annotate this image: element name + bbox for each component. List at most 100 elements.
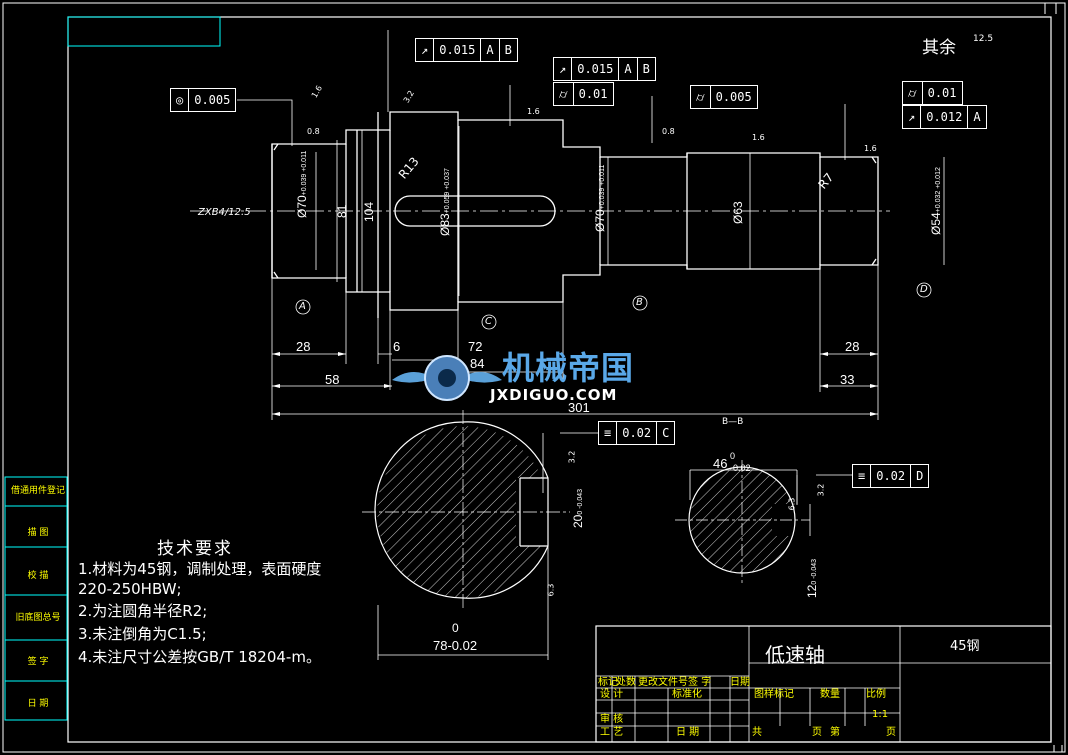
dimension-lines	[271, 126, 945, 420]
corner-marks	[1044, 3, 1063, 752]
cylindricity-icon: ⌭	[691, 86, 711, 108]
side-panel-cell: 校 描	[27, 571, 49, 581]
roughness-mark: 6.3	[546, 583, 556, 597]
general-roughness-value: 12.5	[973, 34, 994, 44]
dim-58: 58	[325, 372, 340, 387]
section-c-height: 200 -0.043	[571, 488, 585, 528]
tolerance-frame-cylindricity-2: ⌭ 0.005	[690, 85, 758, 109]
datum-a: A	[299, 301, 306, 312]
tolerance-frame-cylindricity-1: ⌭ 0.01	[553, 82, 614, 106]
title-block-date: 日期	[730, 677, 750, 688]
roughness-mark: 3.2	[567, 450, 577, 464]
section-d	[675, 460, 811, 585]
roughness-mark: 3.2	[816, 483, 826, 497]
datum-d: D	[920, 284, 928, 295]
title-block-scale: 1:1	[872, 709, 889, 720]
tolerance-frame-runout-2: ↗ 0.015 A B	[553, 57, 656, 81]
tolerance-frame-runout-3: ↗ 0.012 A	[902, 105, 987, 129]
title-block-sign: 签 字	[688, 677, 712, 688]
watermark-url: JXDIGUO.COM	[490, 386, 618, 404]
tolerance-frame-runout-1: ↗ 0.015 A B	[415, 38, 518, 62]
roughness-mark: 0.8	[662, 127, 675, 136]
diameter-83: Ø83+0.059 +0.037	[438, 168, 452, 236]
material: 45钢	[950, 639, 980, 654]
title-block-date2: 日 期	[676, 727, 700, 738]
diameter-104: 104	[362, 201, 376, 222]
tech-requirement-1b: 220-250HBW;	[78, 580, 182, 598]
title-block-total: 共	[752, 727, 762, 738]
keyway	[394, 195, 556, 227]
side-panel	[4, 476, 68, 721]
section-label: B—B	[722, 417, 744, 427]
datum-c: C	[485, 316, 492, 327]
section-d-width: 46	[713, 456, 728, 471]
side-panel-lines	[5, 505, 67, 682]
title-block-page2: 页	[886, 727, 896, 738]
side-panel-cell: 借通用件登记	[10, 486, 65, 496]
section-d-width-top: 0	[730, 451, 736, 461]
dim-301: 301	[568, 400, 590, 415]
title-block-change: 更改文件号	[638, 677, 688, 688]
tolerance-frame-symmetry-d: ≡ 0.02 D	[852, 464, 930, 488]
drawing-title: 低速轴	[765, 643, 825, 667]
roughness-mark: 0.8	[307, 127, 320, 136]
symmetry-icon: ≡	[853, 465, 872, 487]
dim-33: 33	[840, 372, 855, 387]
roughness-mark: 1.6	[752, 133, 765, 142]
dim-84: 84	[470, 356, 485, 371]
side-panel-cell: 签 字	[27, 657, 49, 667]
section-c	[362, 410, 570, 660]
title-block-attr-scale: 比例	[866, 689, 886, 700]
tolerance-frame-symmetry-c: ≡ 0.02 C	[598, 421, 676, 445]
section-c-width: 78-0.02	[433, 638, 478, 653]
top-left-box	[67, 16, 221, 47]
dim-6: 6	[393, 339, 401, 354]
roughness-mark: 1.6	[527, 107, 540, 116]
tolerance-frame-cylindricity-3: ⌭ 0.01	[902, 81, 963, 105]
cylindricity-icon: ⌭	[903, 82, 923, 104]
runout-icon: ↗	[416, 39, 435, 61]
watermark-name: 机械帝国	[502, 349, 635, 387]
dim-28-left: 28	[296, 339, 311, 354]
datum-b: B	[636, 297, 643, 308]
section-c-width-top: 0	[452, 621, 459, 635]
title-block-attr-mark: 图样标记	[754, 689, 794, 700]
section-d-height: 120 -0.043	[805, 558, 819, 598]
title-block-lines	[596, 626, 1051, 742]
tech-requirement-4: 4.未注尺寸公差按GB/T 18204-m。	[78, 648, 321, 666]
side-panel-cell: 旧底图总号	[15, 613, 61, 623]
title-block-review: 审 核	[600, 714, 624, 725]
diameter-81: 81	[335, 204, 349, 218]
title-block-attr-qty: 数量	[820, 689, 840, 700]
diameter-63: Ø63	[731, 201, 745, 224]
dim-28-right: 28	[845, 339, 860, 354]
diameter-70-left: Ø70+0.039 +0.011	[295, 150, 309, 218]
general-roughness-label: 其余	[922, 38, 956, 58]
datum-circles	[295, 282, 932, 330]
symmetry-icon: ≡	[599, 422, 618, 444]
side-panel-cell: 日 期	[27, 699, 49, 709]
side-panel-cell: 描 图	[27, 528, 49, 538]
chamfer-lines	[273, 143, 877, 279]
tolerance-frame-concentricity: ◎ 0.005	[170, 88, 237, 112]
roughness-mark: 6.3	[787, 497, 797, 511]
cylindricity-icon: ⌭	[554, 83, 574, 105]
title-block-design: 设 计	[600, 689, 624, 700]
section-d-width-bottom: -0.02	[730, 463, 751, 473]
tech-requirement-3: 3.未注倒角为C1.5;	[78, 625, 207, 643]
title-block-process: 工 艺	[600, 727, 624, 738]
title-block-standardize: 标准化	[672, 689, 702, 700]
tech-requirements-title: 技术要求	[157, 539, 233, 559]
tech-requirement-1: 1.材料为45钢，调制处理，表面硬度	[78, 560, 322, 578]
inner-border	[67, 16, 1052, 743]
center-hole-label: ZXB4/12.5	[198, 207, 251, 218]
dim-72: 72	[468, 339, 483, 354]
leader-lines	[237, 30, 852, 505]
tech-requirement-2: 2.为注圆角半径R2;	[78, 602, 208, 620]
title-block	[595, 625, 1052, 743]
runout-icon: ↗	[903, 106, 922, 128]
title-block-count: 处数	[616, 677, 636, 688]
diameter-54: Ø54+0.032 +0.012	[929, 167, 943, 235]
title-block-pages: 页	[812, 727, 822, 738]
